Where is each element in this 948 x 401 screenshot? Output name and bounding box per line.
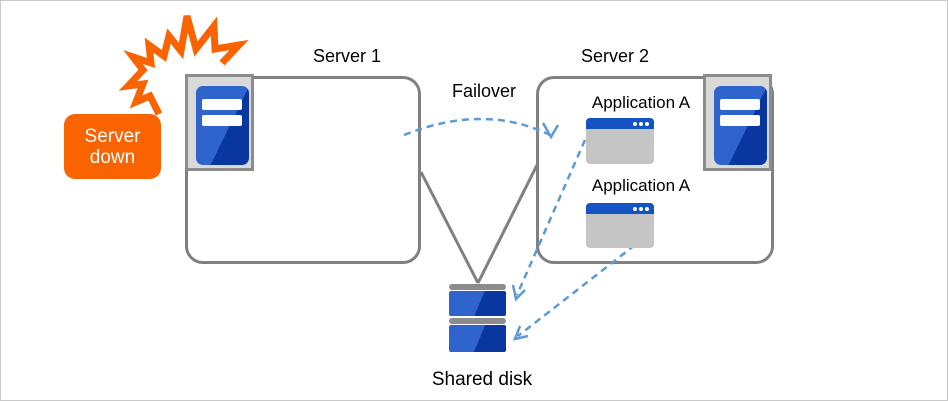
server1-tower-icon xyxy=(185,74,254,171)
titlebar-dot xyxy=(639,206,643,211)
shared-disk-icon xyxy=(449,325,506,352)
application-window-icon-2 xyxy=(586,203,654,248)
titlebar-dot xyxy=(633,206,637,211)
server2-label: Server 2 xyxy=(580,46,650,66)
shared-disk-icon xyxy=(449,284,506,290)
shared-disk-icon xyxy=(449,318,506,324)
tower-slot xyxy=(202,99,242,110)
app2-disk-arrow xyxy=(517,244,636,337)
window-titlebar xyxy=(586,118,654,129)
server-down-label: Server down xyxy=(84,125,141,168)
server2-disk-line xyxy=(476,164,539,284)
failover-arrow xyxy=(403,117,551,137)
application-window-icon-1 xyxy=(586,118,654,164)
crash-burst-icon xyxy=(118,15,249,116)
titlebar-dot xyxy=(645,121,649,126)
failover-arrowhead-icon xyxy=(541,122,560,140)
shared-disk-label: Shared disk xyxy=(431,369,533,390)
server2-tower-icon xyxy=(703,74,772,171)
window-titlebar xyxy=(586,203,654,214)
tower-body xyxy=(714,86,767,165)
shared-disk-icon xyxy=(449,291,506,316)
application-a-label-2: Application A xyxy=(591,176,691,195)
server-down-callout: Server down xyxy=(64,114,161,179)
app1-disk-arrowhead-icon xyxy=(511,284,526,302)
app2-disk-arrowhead-icon xyxy=(512,325,529,341)
tower-slot xyxy=(720,115,760,126)
tower-slot xyxy=(202,115,242,126)
application-a-label-1: Application A xyxy=(591,93,691,112)
titlebar-dot xyxy=(633,121,637,126)
titlebar-dot xyxy=(645,206,649,211)
tower-slot xyxy=(720,99,760,110)
server1-label: Server 1 xyxy=(312,46,382,66)
failover-label: Failover xyxy=(451,81,517,101)
tower-body xyxy=(196,86,249,165)
server1-disk-line xyxy=(419,171,480,284)
titlebar-dot xyxy=(639,121,643,126)
app1-disk-arrow xyxy=(515,139,587,296)
